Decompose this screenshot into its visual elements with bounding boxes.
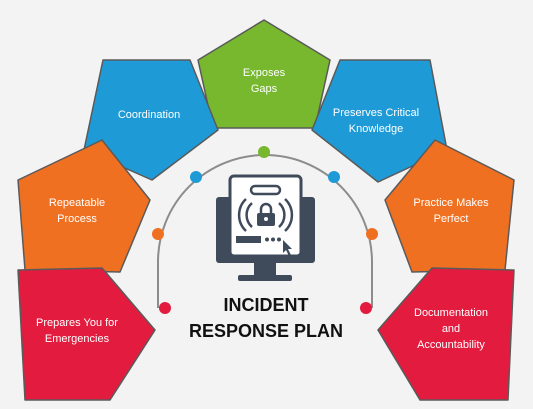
connector-dot-orange-left bbox=[152, 228, 164, 240]
item-label-exposes-gaps: Exposes Gaps bbox=[242, 67, 286, 95]
pentagon-documentation-and-accountability bbox=[377, 267, 515, 401]
item-label-coordination: Coordination bbox=[117, 109, 181, 121]
pentagon-exposes-gaps bbox=[197, 19, 331, 129]
connector-dot-red-right bbox=[360, 302, 372, 314]
item-label-repeatable-process: Repeatable Process bbox=[48, 197, 106, 225]
item-label-documentation-and-accountability: Documentation and Accountability bbox=[414, 307, 488, 351]
connector-dot-orange-right bbox=[366, 228, 378, 240]
pentagon-practice-makes-perfect bbox=[384, 139, 515, 273]
pentagon-prepares-you-for-emergencies bbox=[17, 267, 156, 401]
computer-security-icon bbox=[216, 174, 315, 281]
item-label-practice-makes-perfect: Practice Makes Perfect bbox=[413, 197, 489, 225]
connector-dot-green bbox=[258, 146, 270, 158]
diagram-title: INCIDENT RESPONSE PLAN bbox=[188, 295, 344, 341]
pentagon-repeatable-process bbox=[17, 139, 151, 273]
connector-dot-blue-left bbox=[190, 171, 202, 183]
connector-dot-red-left bbox=[159, 302, 171, 314]
pentagon-coordination bbox=[83, 59, 219, 181]
connector-dot-blue-right bbox=[328, 171, 340, 183]
item-label-preserves-critical-knowledge: Preserves Critical Knowledge bbox=[332, 107, 420, 135]
item-label-prepares-you-for-emergencies: Prepares You for Emergencies bbox=[36, 317, 118, 345]
